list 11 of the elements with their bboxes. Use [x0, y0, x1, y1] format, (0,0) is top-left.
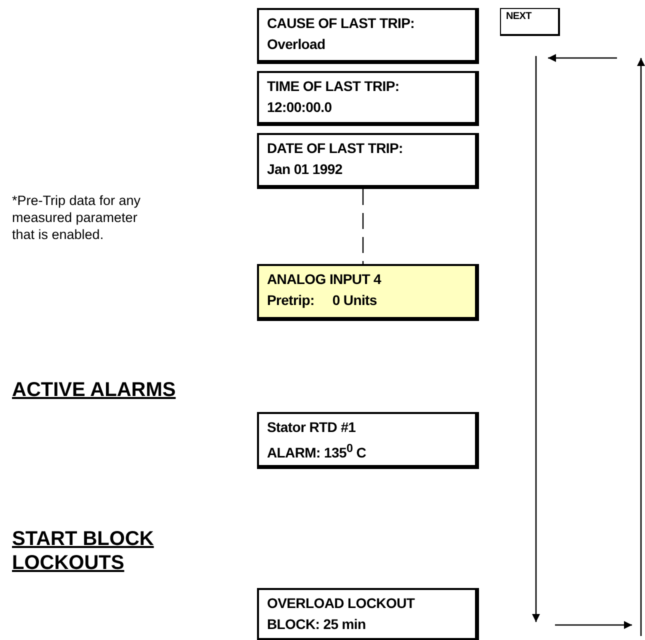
- footnote: *Pre-Trip data for any measured parameter that is enabled.: [12, 192, 142, 243]
- key-button: NEXT: [500, 8, 560, 36]
- section-heading: ACTIVE ALARMS: [12, 378, 176, 402]
- section-heading: START BLOCK LOCKOUTS: [12, 527, 155, 575]
- display-screen: ANALOG INPUT 4 Pretrip: 0 Units: [257, 264, 479, 321]
- display-screen: OVERLOAD LOCKOUT BLOCK: 25 min: [257, 588, 479, 640]
- display-screen: DATE OF LAST TRIP: Jan 01 1992: [257, 133, 479, 189]
- dashed-connector: [362, 189, 364, 264]
- display-screen: CAUSE OF LAST TRIP: Overload: [257, 8, 479, 64]
- display-screen: Stator RTD #1 ALARM: 135$^{0}$ C: [257, 412, 479, 469]
- display-screen: TIME OF LAST TRIP: 12:00:00.0: [257, 71, 479, 126]
